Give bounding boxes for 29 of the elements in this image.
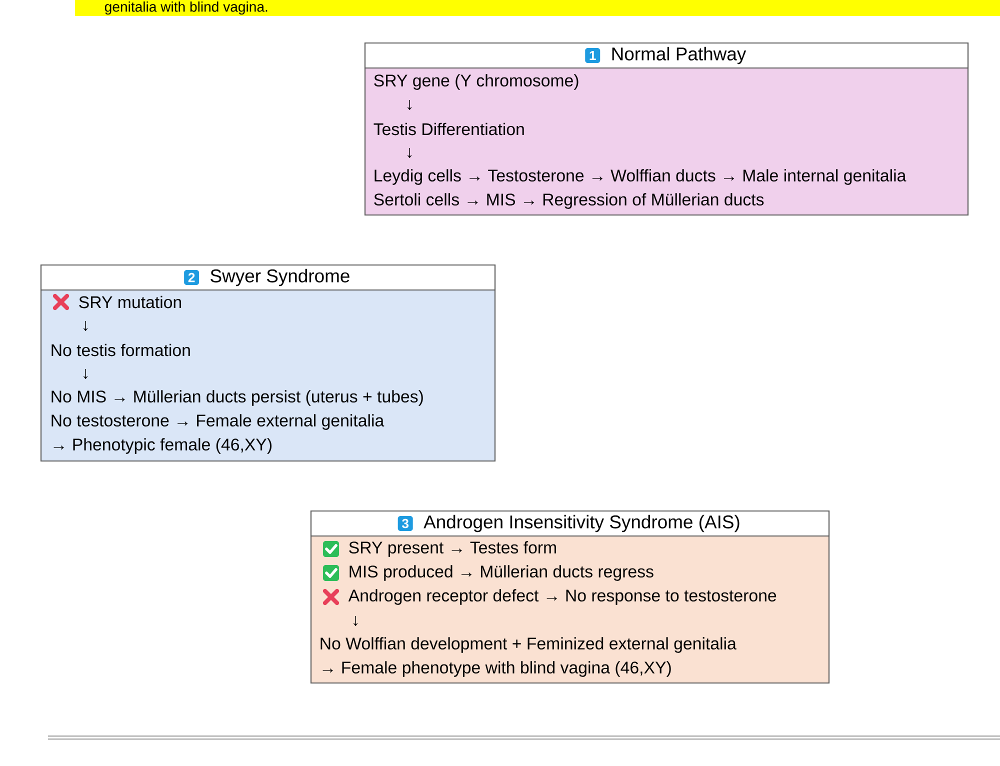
info-box — [310, 510, 830, 684]
info-box — [40, 264, 496, 462]
box-heading: Androgen Insensitivity Syndrome (AIS) — [424, 514, 740, 532]
body-text: → Female phenotype with blind vagina (46,XY) — [322, 661, 671, 677]
body-text: Sertoli cells → MIS → Regression of Müllerian ducts — [374, 193, 764, 209]
body-text: ↓ — [408, 100, 412, 110]
body-text: ↓ — [84, 369, 88, 379]
body-text: SRY gene (Y chromosome) — [374, 74, 578, 90]
box-heading: Swyer Syndrome — [210, 268, 350, 286]
info-box — [364, 42, 969, 216]
body-text: ↓ — [84, 321, 88, 331]
body-text: → Phenotypic female (46,XY) — [54, 438, 272, 454]
highlight-band: genitalia with blind vagina. — [75, 0, 1000, 16]
number-badge: 3 — [398, 516, 413, 531]
body-text: SRY mutation — [79, 296, 182, 308]
body-text: Testis Differentiation — [374, 122, 524, 136]
body-text: ↓ — [354, 616, 358, 626]
body-text: ↓ — [408, 148, 412, 158]
body-text: SRY present → Testes form — [349, 541, 556, 557]
body-text: Androgen receptor defect → No response to testosterone — [348, 589, 776, 605]
body-text: No testosterone → Female external genitalia — [52, 414, 384, 430]
body-text: No Wolffian development + Feminized external genitalia — [320, 637, 736, 653]
body-text: No MIS → Müllerian ducts persist (uterus + tubes) — [52, 390, 423, 406]
number-badge: 1 — [585, 48, 600, 63]
box-heading: Normal Pathway — [612, 46, 746, 64]
number-badge: 2 — [184, 270, 200, 285]
body-text: No testis formation — [52, 344, 190, 356]
body-text: Leydig cells → Testosterone → Wolffian ducts → Male internal genitalia — [374, 169, 906, 185]
body-text: MIS produced → Müllerian ducts regress — [350, 565, 654, 581]
